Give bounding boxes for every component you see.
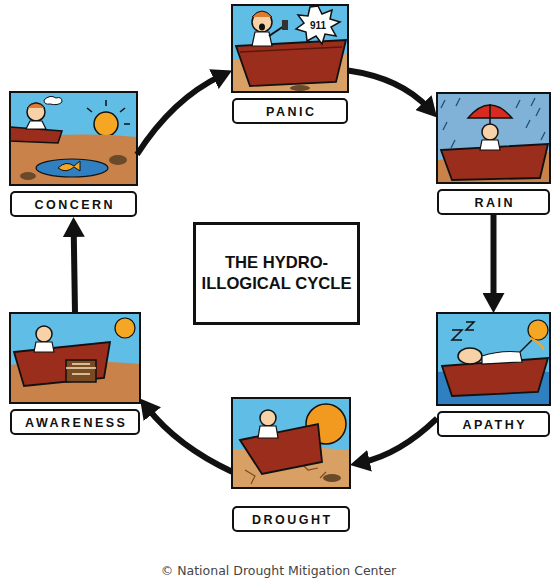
stage-label-box: CONCERN (10, 191, 137, 217)
illustration-part (115, 318, 135, 338)
illustration-part (528, 320, 548, 340)
illustration-part (437, 93, 550, 183)
cycle-arrow (137, 76, 221, 155)
stage-label-box: DROUGHT (232, 506, 350, 532)
illustration-part (240, 424, 322, 474)
illustration-part (10, 92, 137, 185)
cycle-stage: DROUGHT (232, 398, 350, 532)
drought-panel (232, 398, 350, 488)
stage-label-box: AWARENESS (10, 409, 140, 435)
illustration-part (36, 159, 108, 177)
callout-text: 911 (309, 20, 327, 31)
illustration-part (58, 161, 80, 171)
stage-label: CONCERN (32, 198, 115, 212)
illustration-part (27, 103, 45, 121)
cycle-stage: APATHY (437, 313, 550, 437)
cycle-arrow (362, 418, 437, 462)
illustration-part (258, 426, 278, 438)
illustration-part (236, 40, 346, 86)
cycle-stage: AWARENESS (10, 313, 140, 435)
illustration-part (252, 12, 272, 32)
stage-label: RAIN (472, 196, 515, 210)
illustration-part (44, 96, 62, 104)
copyright-caption: © National Drought Mitigation Center (0, 563, 557, 578)
illustration-part (252, 32, 272, 46)
illustration-part (252, 11, 272, 17)
illustration-part (36, 326, 52, 342)
cycle-stage: RAIN (437, 93, 550, 215)
illustration-part (87, 100, 130, 124)
cycle-arrow (74, 229, 75, 313)
illustration-part (20, 172, 36, 180)
illustration-part (482, 352, 522, 365)
illustration-part (437, 93, 550, 183)
illustration-part (14, 342, 110, 386)
illustration-part (232, 5, 348, 92)
cycle-stage: CONCERN (10, 92, 137, 217)
illustration-part (66, 364, 96, 374)
illustration-part (458, 348, 482, 364)
illustration-part (94, 112, 118, 136)
cycle-arrow (491, 215, 497, 301)
cycle-arrow (348, 70, 429, 108)
title-box: THE HYDRO-ILLOGICAL CYCLE (193, 222, 360, 325)
cycle-arrow (147, 408, 232, 472)
awareness-panel (10, 313, 140, 403)
illustration-part (282, 20, 288, 30)
illustration-part (520, 340, 532, 352)
illustration-part (437, 313, 550, 405)
illustration-part (259, 24, 265, 31)
illustration-part (482, 124, 498, 140)
illustration-part (232, 398, 350, 488)
illustration-part (323, 474, 341, 482)
illustration-part (290, 85, 310, 91)
concern-panel (10, 92, 137, 185)
illustration-part (530, 338, 544, 350)
illustration-part (10, 313, 140, 403)
stage-label-box: PANIC (232, 98, 348, 124)
stage-label: AWARENESS (23, 416, 128, 430)
illustration-part (260, 410, 276, 426)
rain-panel (437, 93, 550, 183)
illustration-part (437, 313, 550, 405)
illustration-part (27, 103, 45, 108)
apathy-panel (437, 313, 550, 405)
illustration-part (26, 121, 46, 129)
illustration-part (10, 313, 140, 403)
illustration-part (296, 6, 340, 44)
diagram-title: THE HYDRO-ILLOGICAL CYCLE (198, 253, 355, 295)
illustration-part (240, 47, 342, 52)
illustration-part (480, 140, 500, 150)
illustration-part (34, 342, 54, 352)
illustration-part (232, 398, 350, 488)
stage-label: APATHY (460, 418, 527, 432)
stage-label: PANIC (264, 105, 317, 119)
illustration-part (109, 155, 127, 165)
stage-label-box: RAIN (437, 189, 550, 215)
stage-label-box: APATHY (437, 411, 550, 437)
illustration-part (66, 360, 96, 382)
illustration-part (232, 5, 348, 92)
cycle-stage: PANIC (232, 5, 348, 124)
illustration-part (269, 26, 284, 36)
illustration-part (452, 322, 474, 340)
panic-panel (232, 5, 348, 92)
illustration-part (10, 92, 137, 185)
stage-label: DROUGHT (249, 513, 332, 527)
